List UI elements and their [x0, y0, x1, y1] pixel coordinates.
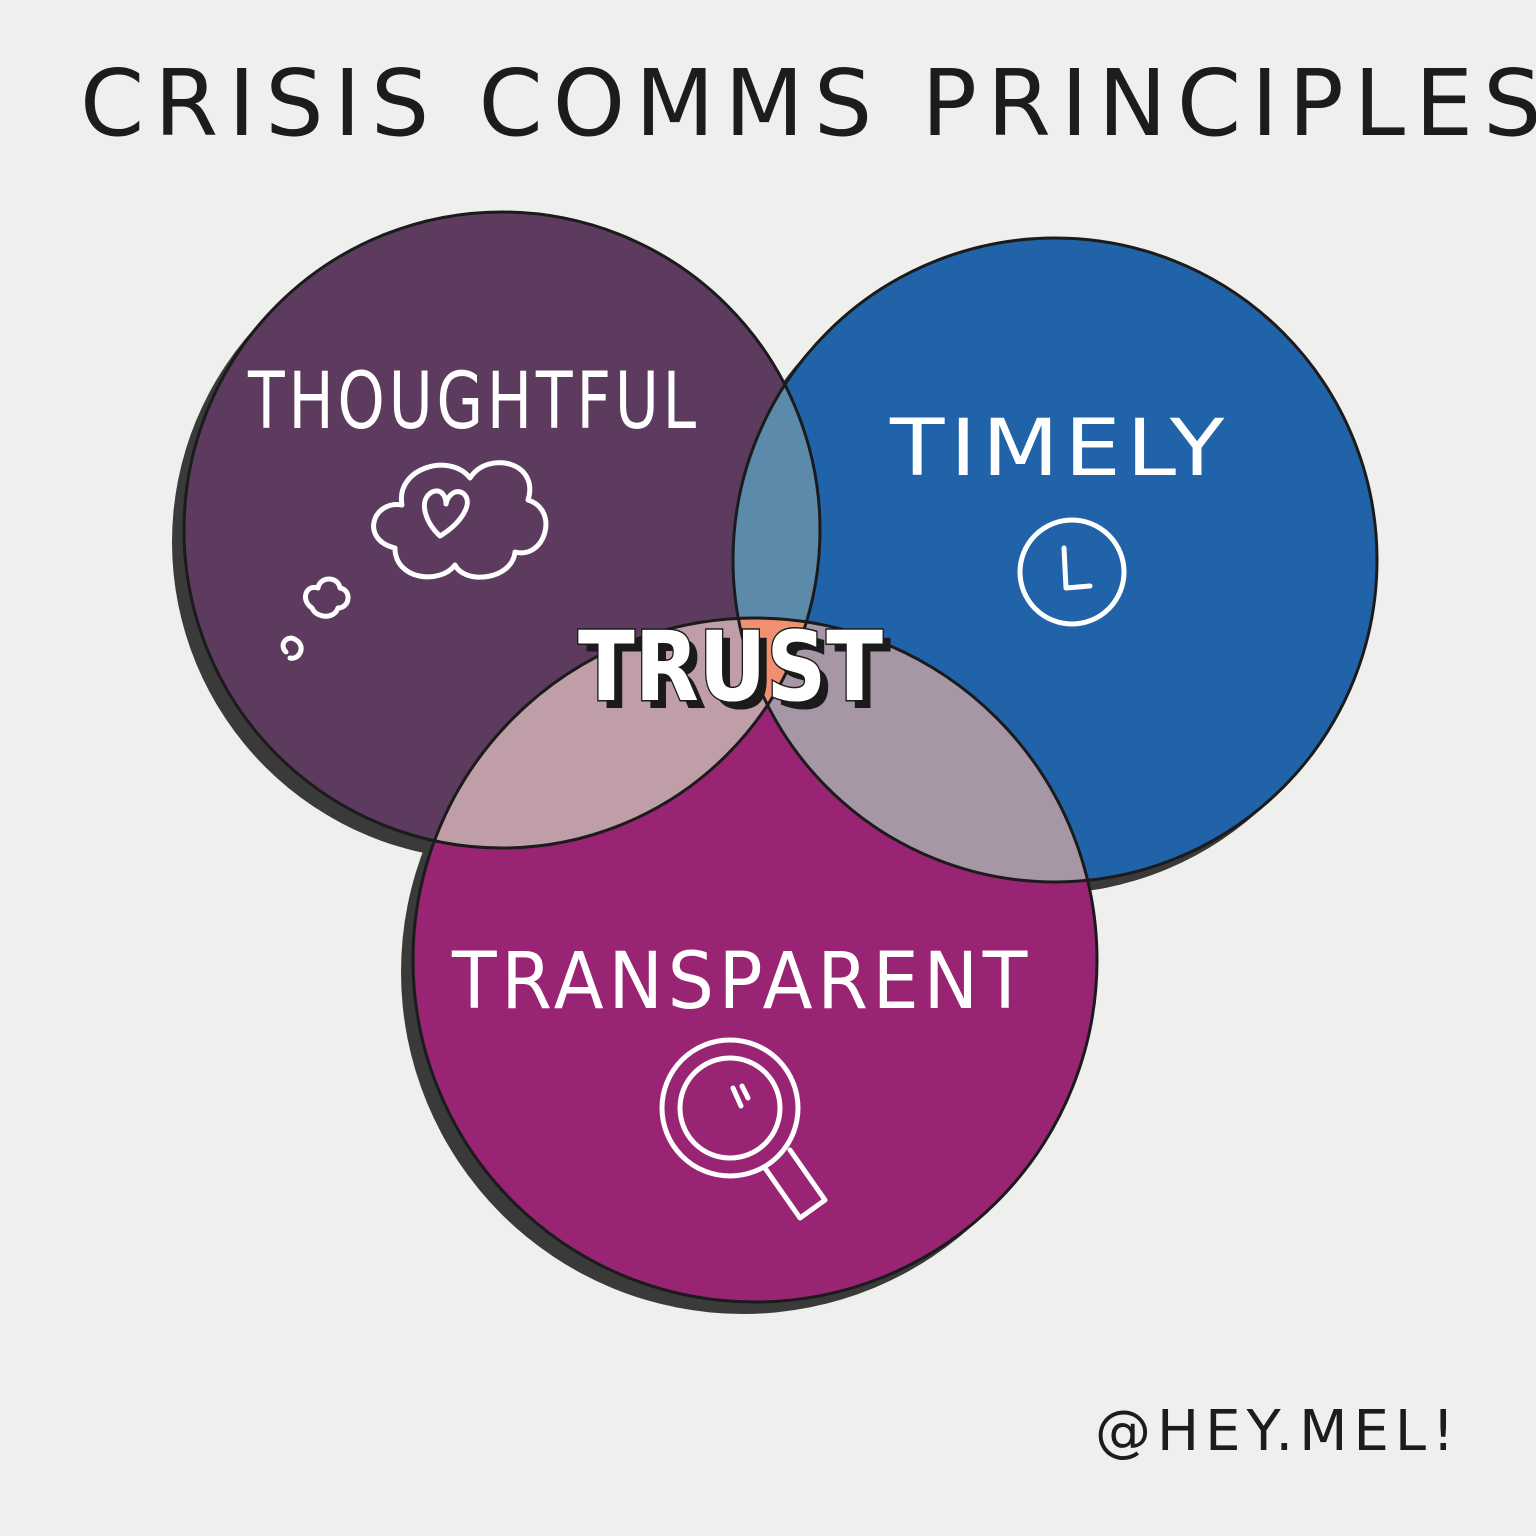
overlap-timely-transparent	[733, 618, 1097, 882]
overlap-timely-transparent-group	[733, 618, 1097, 882]
overlap-thoughtful-transparent-group	[413, 618, 820, 848]
clock-icon	[1017, 517, 1127, 627]
timely-outline	[731, 236, 1379, 884]
trust-label: TRUST	[578, 611, 883, 723]
author-credit: @HEY.MEL!	[1095, 1399, 1461, 1464]
thoughtful-label: THOUGHTFUL	[247, 357, 700, 447]
magnifying-glass-icon	[659, 1037, 828, 1221]
diagram-title: CRISIS COMMS PRINCIPLES	[80, 50, 1536, 157]
transparent-outline	[411, 616, 1099, 1304]
transparent-label: TRANSPARENT	[451, 937, 1032, 1027]
timely-label: TIMELY	[889, 404, 1230, 494]
thoughtful-outline	[182, 210, 822, 850]
trust-label-shadow: TRUST	[586, 619, 891, 731]
thought-cloud-heart-icon	[280, 460, 549, 661]
overlap-thoughtful-transparent	[413, 618, 820, 848]
